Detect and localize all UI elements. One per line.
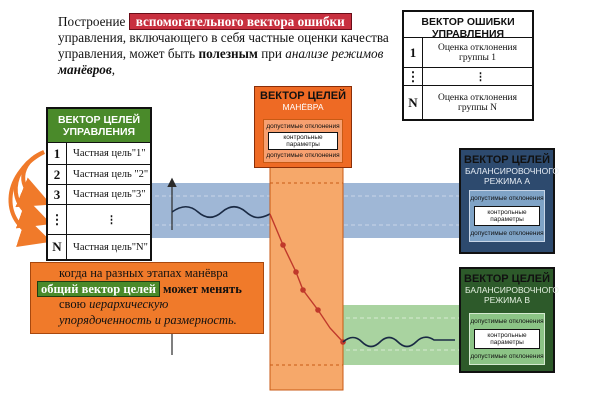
reorder-arrow-3 (8, 150, 52, 248)
intro-italic: анализе режимов (285, 46, 384, 61)
control-params-label: контрольные параметры (474, 329, 540, 349)
tolerance-label: допустимые отклонения (470, 195, 544, 202)
intro-text: при (257, 46, 286, 61)
tolerance-label: допустимые отклонения (266, 123, 340, 130)
intro-text: Построение (58, 14, 129, 29)
goal-vector-row: 2 Частная цель "2" (48, 165, 150, 185)
row-number: ⋮ (48, 205, 67, 234)
mode-b-panel: ВЕКТОР ЦЕЛЕЙ БАЛАНСИРОВОЧНОГО РЕЖИМА В д… (459, 267, 559, 373)
goal-vector-table: ВЕКТОР ЦЕЛЕЙ УПРАВЛЕНИЯ 1 Частная цель"1… (46, 107, 152, 261)
row-text: ⋮ (106, 214, 117, 226)
control-params-label: контрольные параметры (268, 132, 338, 150)
mode-a-subtitle: БАЛАНСИРОВОЧНОГО РЕЖИМА А (465, 166, 559, 186)
row-text: Частная цель "2" (73, 169, 149, 180)
row-number: 1 (48, 143, 67, 164)
tolerance-label: допустимые отклонения (470, 230, 544, 237)
intro-bold-italic: манёвров (58, 62, 112, 77)
goal-vector-title: ВЕКТОР ЦЕЛЕЙ УПРАВЛЕНИЯ (48, 109, 150, 143)
goal-vector-row: ⋮ ⋮ (48, 205, 150, 235)
row-number: 3 (48, 185, 67, 204)
intro-text: , (111, 62, 116, 77)
goal-vector-row: N Частная цель"N" (48, 235, 150, 259)
tolerance-label: допустимые отклонения (266, 152, 340, 159)
error-vector-row: 1 Оценка отклонения группы 1 (404, 38, 532, 68)
row-number: N (48, 235, 67, 259)
row-number: 1 (404, 38, 423, 67)
mode-a-panel: ВЕКТОР ЦЕЛЕЙ БАЛАНСИРОВОЧНОГО РЕЖИМА А д… (459, 148, 559, 254)
signal-wave-a (171, 205, 271, 219)
callout-italic: иерархическую (85, 297, 169, 311)
row-number: N (404, 86, 423, 119)
error-vector-row: N Оценка отклонения группы N (404, 86, 532, 119)
callout-line-4: упорядоченность и размерность. (37, 313, 257, 329)
maneuver-title: ВЕКТОР ЦЕЛЕЙ (260, 90, 346, 102)
mode-b-title: ВЕКТОР ЦЕЛЕЙ (464, 273, 550, 285)
callout-italic: упорядоченность и размерность. (59, 312, 237, 327)
row-text: ⋮ (475, 71, 486, 83)
callout-text: свою (59, 297, 86, 311)
maneuver-subtitle: МАНЁВРА (282, 102, 324, 112)
row-text: Оценка отклонения группы N (437, 92, 518, 113)
callout-box: когда на разных этапах манёвра общий век… (30, 262, 264, 334)
callout-green-label: общий вектор целей (37, 280, 160, 297)
row-text: Оценка отклонения группы 1 (437, 42, 518, 63)
callout-bold: может менять (159, 281, 242, 296)
error-vector-table: ВЕКТОР ОШИБКИ УПРАВЛЕНИЯ 1 Оценка отклон… (402, 10, 534, 121)
mode-b-subtitle: БАЛАНСИРОВОЧНОГО РЕЖИМА В (465, 285, 559, 305)
callout-line-1: когда на разных этапах манёвра (59, 266, 229, 280)
error-vector-row: ⋮ ⋮ (404, 68, 532, 86)
tolerance-label: допустимые отклонения (470, 318, 544, 325)
intro-bold: полезным (198, 46, 258, 61)
mode-a-title: ВЕКТОР ЦЕЛЕЙ (464, 154, 550, 166)
row-text: Частная цель"1" (73, 148, 146, 159)
transition-points (280, 242, 346, 345)
callout-line-2: общий вектор целей может менять (37, 280, 257, 298)
signal-wave-b (342, 336, 455, 348)
intro-highlight: вспомогательного вектора ошибки (128, 13, 352, 30)
goal-vector-row: 1 Частная цель"1" (48, 143, 150, 165)
error-vector-title: ВЕКТОР ОШИБКИ УПРАВЛЕНИЯ (404, 12, 532, 40)
callout-line-3: свою иерархическую (37, 297, 257, 313)
intro-text: управления, включающего в себя частные о… (58, 30, 389, 61)
row-text: Частная цель"3" (73, 189, 146, 200)
row-number: ⋮ (404, 68, 423, 85)
goal-vector-row: 3 Частная цель"3" (48, 185, 150, 205)
row-number: 2 (48, 165, 67, 184)
tolerance-label: допустимые отклонения (470, 353, 544, 360)
maneuver-panel: ВЕКТОР ЦЕЛЕЙ МАНЁВРА допустимые отклонен… (254, 86, 352, 168)
control-params-label: контрольные параметры (474, 206, 540, 226)
row-text: Частная цель"N" (73, 241, 148, 253)
intro-paragraph: Построение вспомогательного вектора ошиб… (58, 13, 393, 78)
